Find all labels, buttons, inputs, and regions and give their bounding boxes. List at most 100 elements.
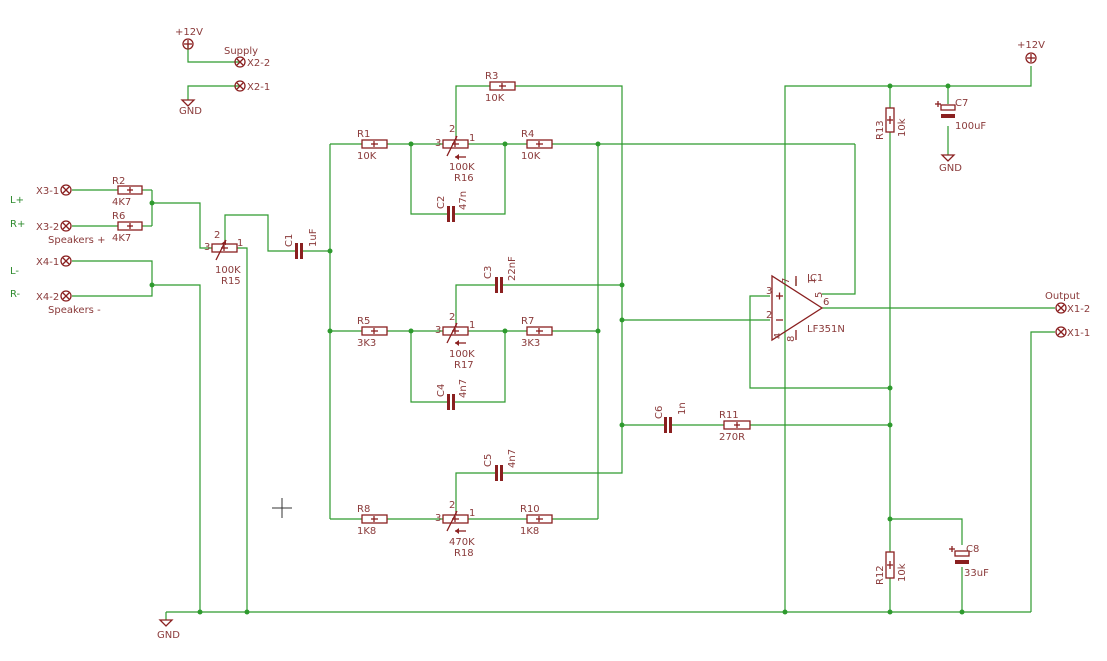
pot-value: 100K <box>215 265 241 276</box>
connector-x1-2: X1-2 <box>1055 302 1090 315</box>
connector-x3-1: X3-1 <box>36 184 72 197</box>
connector-x1-1: X1-1 <box>1055 326 1090 339</box>
speakers-plus-label: Speakers + <box>48 235 105 246</box>
junction <box>619 317 625 323</box>
connector-x4-1: X4-1 <box>36 255 72 268</box>
capacitor-c2: C2 47n <box>436 191 469 222</box>
connector-label: X1-2 <box>1067 304 1090 315</box>
l-plus-label: L+ <box>10 195 24 206</box>
connector-x2-1: X2-1 <box>234 80 270 93</box>
resistor-r10: R10 1K8 <box>520 504 553 537</box>
pin-label: 1 <box>469 320 475 331</box>
gnd-label: GND <box>157 630 180 641</box>
pin-label: 2 <box>449 500 455 511</box>
capacitor-c4: C4 4n7 <box>436 379 469 410</box>
connector-x4-2: X4-2 <box>36 290 72 303</box>
resistor-r12: R12 10k <box>875 551 908 585</box>
resistor-name: R6 <box>112 211 125 222</box>
resistor-value: 270R <box>719 432 745 443</box>
supply-label: Supply <box>224 46 258 57</box>
pin-label: 3 <box>766 286 772 297</box>
vcc-label-right: +12V <box>1017 40 1045 51</box>
capacitor-name: C7 <box>955 98 968 109</box>
resistor-value: 10K <box>485 93 505 104</box>
ground-symbol-supply: GND <box>179 99 202 117</box>
resistor-r6: R6 4K7 <box>112 211 143 244</box>
junction <box>327 328 333 334</box>
potentiometer-r15: 3 2 1 100K R15 <box>204 230 243 287</box>
potentiometer-r16: 3 2 1 100K R16 <box>435 124 475 184</box>
pot-value: 470K <box>449 537 475 548</box>
r-plus-label: R+ <box>10 219 25 230</box>
junction <box>619 282 625 288</box>
connector-label: X4-1 <box>36 257 59 268</box>
resistor-name: R12 <box>875 565 886 585</box>
junction <box>408 141 414 147</box>
resistor-value: 1K8 <box>520 526 539 537</box>
ground-symbol-c7: GND <box>939 154 962 174</box>
capacitor-c7: C7 100uF <box>935 98 986 132</box>
resistor-r5: R5 3K3 <box>357 316 388 349</box>
junction <box>408 328 414 334</box>
pin-label: 2 <box>766 310 772 321</box>
pin-label: 1 <box>807 278 818 284</box>
gnd-label: GND <box>939 163 962 174</box>
junction <box>149 200 155 206</box>
connector-label: X3-2 <box>36 222 59 233</box>
pin-label: 8 <box>786 336 797 342</box>
capacitor-c1: C1 1uF <box>284 228 319 259</box>
vcc-label: +12V <box>175 27 203 38</box>
junction <box>945 83 951 89</box>
resistor-value: 10k <box>897 563 908 582</box>
speakers-minus-label: Speakers - <box>48 305 101 316</box>
capacitor-value: 1uF <box>308 228 319 247</box>
junction <box>502 328 508 334</box>
resistor-value: 3K3 <box>357 338 376 349</box>
pin-label: 2 <box>449 312 455 323</box>
pin-label: 2 <box>214 230 220 241</box>
junction <box>619 422 625 428</box>
junction <box>959 609 965 615</box>
capacitor-name: C3 <box>483 266 494 279</box>
capacitor-c5: C5 4n7 <box>483 449 518 481</box>
resistor-name: R8 <box>357 504 370 515</box>
junction <box>149 282 155 288</box>
pot-name: R16 <box>454 173 474 184</box>
resistor-r1: R1 10K <box>357 129 388 162</box>
supply-12v-symbol: +12V <box>175 27 203 50</box>
resistor-value: 10K <box>521 151 541 162</box>
pin-label: 2 <box>449 124 455 135</box>
capacitor-value: 47n <box>458 191 469 210</box>
capacitor-name: C6 <box>654 406 665 419</box>
connector-label: X2-2 <box>247 58 270 69</box>
resistor-name: R10 <box>520 504 540 515</box>
ic-name: IC1 <box>807 273 823 284</box>
resistor-r3: R3 10K <box>485 71 516 104</box>
capacitor-name: C5 <box>483 454 494 467</box>
pin-label: 6 <box>823 297 829 308</box>
pin-label: 7 <box>781 278 792 284</box>
potentiometer-r18: 3 2 1 470K R18 <box>435 500 475 559</box>
potentiometer-r17: 3 2 1 100K R17 <box>435 312 475 371</box>
capacitor-c6: C6 1n <box>654 402 688 433</box>
connector-x3-2: X3-2 <box>36 220 72 233</box>
pin-label: 1 <box>469 508 475 519</box>
gnd-label: GND <box>179 106 202 117</box>
capacitor-value: 33uF <box>964 568 989 579</box>
junctions <box>149 83 965 615</box>
junction <box>595 328 601 334</box>
crosshair-cursor-icon <box>272 498 292 518</box>
junction <box>887 516 893 522</box>
resistor-r4: R4 10K <box>521 129 553 162</box>
junction <box>887 83 893 89</box>
junction <box>887 385 893 391</box>
connector-label: X3-1 <box>36 186 59 197</box>
capacitor-value: 4n7 <box>458 379 469 398</box>
r-minus-label: R- <box>10 289 21 300</box>
junction <box>595 141 601 147</box>
resistor-value: 10K <box>357 151 377 162</box>
resistor-name: R4 <box>521 129 534 140</box>
resistor-name: R7 <box>521 316 534 327</box>
junction <box>887 609 893 615</box>
